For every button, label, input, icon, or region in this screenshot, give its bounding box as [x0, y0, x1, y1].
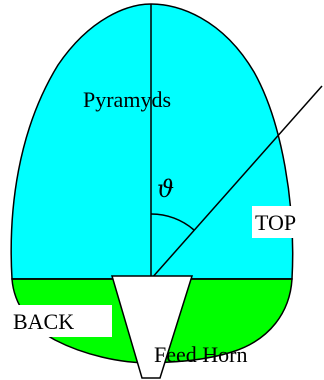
feed-horn — [110, 275, 194, 379]
top-region — [10, 3, 294, 280]
theta-symbol: ϑ — [157, 175, 174, 203]
angle-line — [150, 85, 323, 280]
top-label: TOP — [255, 210, 296, 235]
pyramids-label: Pyramyds — [83, 87, 171, 112]
feed-horn-label: Feed Horn — [154, 342, 247, 367]
back-label-bg — [10, 305, 112, 337]
angle-arc — [150, 213, 195, 231]
back-label: BACK — [13, 309, 74, 334]
top-label-bg — [252, 206, 322, 238]
